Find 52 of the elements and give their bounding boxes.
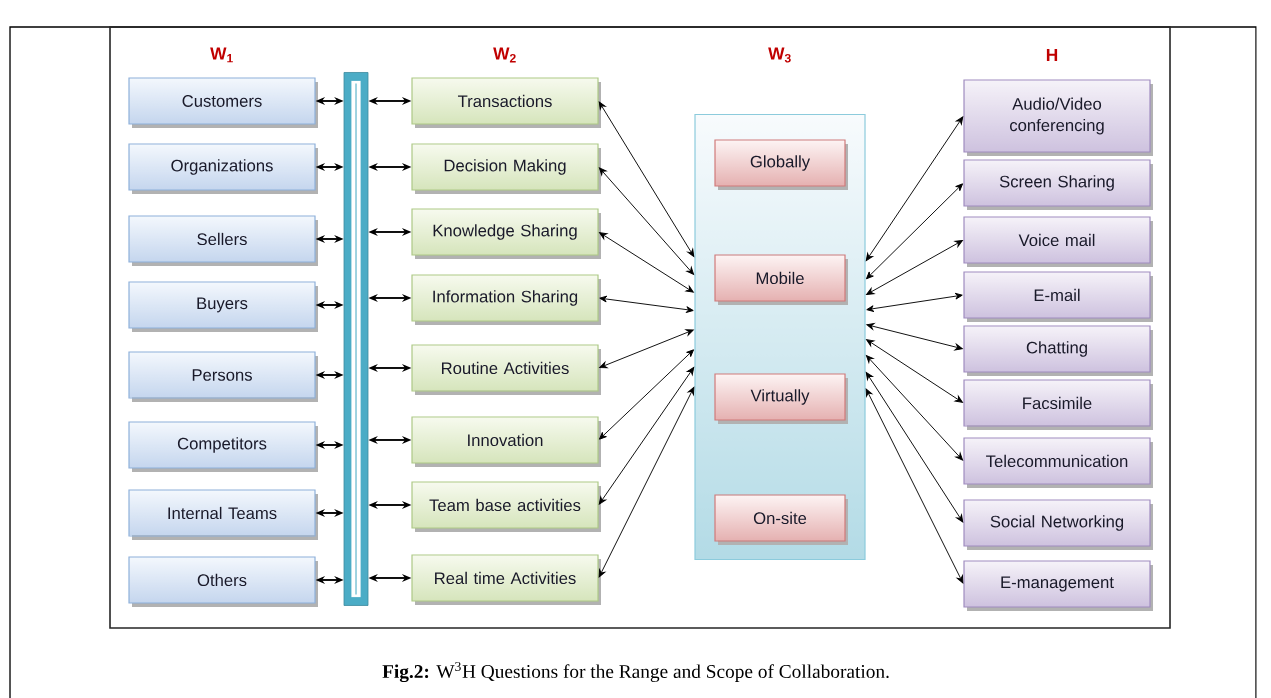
arrow	[866, 183, 964, 280]
how-box: Facsimile	[963, 379, 1153, 430]
column-heading: H	[1046, 49, 1058, 61]
arrow	[598, 386, 695, 578]
who-box: Competitors	[128, 421, 318, 472]
how-box: Chatting	[963, 325, 1153, 376]
where-box: Globally	[714, 139, 848, 190]
where-box: On-site	[714, 494, 848, 545]
bus-bar	[343, 72, 369, 606]
column-heading: W$_{1}$	[210, 47, 233, 63]
arrow	[598, 367, 695, 505]
who-box: Buyers	[128, 281, 318, 332]
arrow	[599, 349, 694, 440]
what-box: Knowledge Sharing	[411, 208, 601, 259]
how-box: E-management	[963, 560, 1153, 611]
how-box: Voice mail	[963, 216, 1153, 267]
arrow	[865, 355, 964, 461]
arrow	[865, 371, 964, 523]
arrow	[598, 167, 695, 275]
what-box: Decision Making	[411, 143, 601, 194]
how-box: Social Networking	[963, 499, 1153, 550]
arrow	[866, 339, 963, 403]
how-box: Telecommunication	[963, 437, 1153, 488]
what-box: Transactions	[411, 77, 601, 128]
arrow	[599, 295, 694, 313]
column-heading: W$_{2}$	[493, 47, 516, 63]
arrow	[865, 116, 964, 261]
who-box: Organizations	[128, 143, 318, 194]
who-box: Persons	[128, 351, 318, 402]
what-box: Real time Activities	[411, 554, 601, 605]
arrow	[599, 232, 694, 293]
what-box: Team base activities	[411, 481, 601, 532]
what-box: Information Sharing	[411, 274, 601, 325]
how-box: Screen Sharing	[963, 159, 1153, 210]
what-box: Innovation	[411, 416, 601, 467]
column-heading: W$_{3}$	[768, 47, 791, 63]
what-box: Routine Activities	[411, 344, 601, 395]
how-box: E-mail	[963, 271, 1153, 322]
where-box: Mobile	[714, 254, 848, 305]
arrow	[598, 101, 695, 257]
arrow	[865, 388, 964, 584]
who-box: Others	[128, 556, 318, 607]
who-box: Sellers	[128, 215, 318, 266]
arrow	[866, 240, 963, 295]
arrow	[866, 292, 963, 312]
where-box: Virtually	[714, 373, 848, 424]
arrow	[866, 323, 963, 351]
arrow	[599, 329, 694, 369]
how-box: Audio/Video conferencing	[963, 79, 1153, 156]
who-box: Internal Teams	[128, 489, 318, 540]
caption: Fig.2: W$^{3}$H Questions for the Range and Scope of Collaboration.	[382, 661, 889, 683]
who-box: Customers	[128, 77, 318, 128]
